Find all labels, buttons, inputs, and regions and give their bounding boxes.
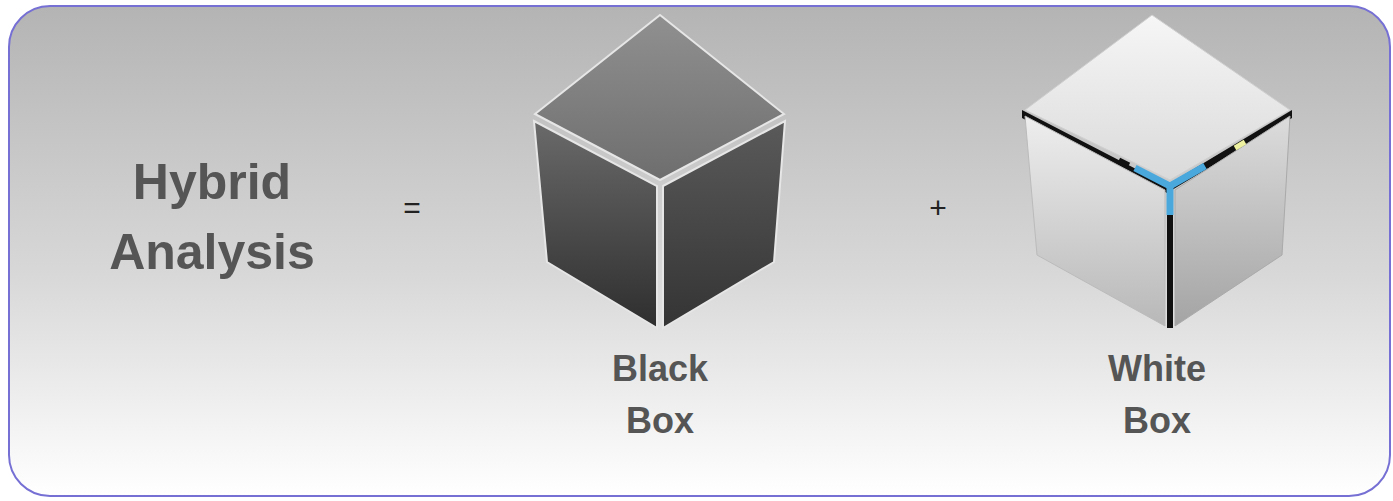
black-box-cube: Black Box (522, 10, 798, 455)
panel-box: Hybrid AnalysisBlack Box White Box (8, 5, 1391, 497)
plus-sign: + (918, 190, 958, 226)
equals-sign: = (392, 190, 432, 226)
cube-label: White Box (1082, 343, 1232, 447)
cube-illustration (1017, 10, 1297, 340)
white-box-cube: White Box (1017, 10, 1297, 455)
cube-label: Black Box (585, 343, 735, 447)
cube-illustration (522, 10, 798, 340)
heading-text: Hybrid Analysis (62, 147, 362, 287)
